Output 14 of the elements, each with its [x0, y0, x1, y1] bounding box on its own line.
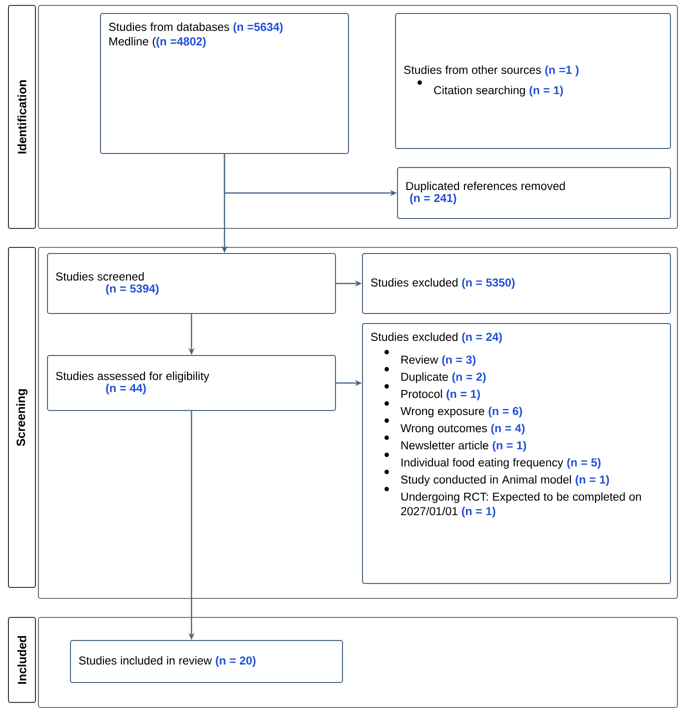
- stage-panel: [38, 617, 678, 708]
- process-box: Studies excluded (n = 24) Review (n = 3) Duplicate (n = 2) Protocol (n = 1) Wrong exposure (n = 6) Wrong outcomes (n = 4) Newsletter article (n = 1) Individual food eating frequency (n = 5) Study conducted in Animal model (n = 1) Undergoing RCT: Expected to be completed on 2027/01/01 (n = 1): [362, 323, 671, 584]
- process-box: Duplicated references removed (n = 241): [397, 167, 671, 219]
- process-box: Studies from databases (n =5634) Medline ((n =4802): [100, 13, 349, 154]
- stage-label: Identification: [8, 5, 36, 229]
- process-box: Studies from other sources (n =1 ) Citation searching (n = 1): [395, 13, 671, 149]
- stage-label: Screening: [8, 247, 36, 588]
- process-box: Studies screened (n = 5394): [47, 253, 336, 314]
- stage-panel: [38, 247, 678, 599]
- stage-panel: [38, 5, 678, 229]
- process-box: Studies excluded (n = 5350): [362, 253, 671, 314]
- process-box: Studies included in review (n = 20): [70, 640, 343, 683]
- process-box: Studies assessed for eligibility (n = 44): [47, 355, 336, 411]
- stage-label: Included: [8, 617, 36, 703]
